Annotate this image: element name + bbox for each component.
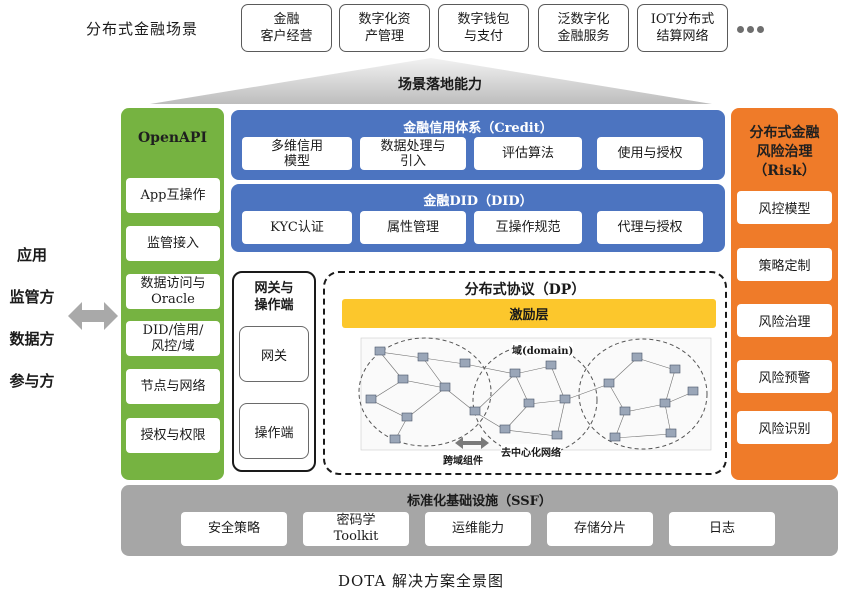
did-item: 属性管理: [360, 211, 466, 244]
openapi-item-label: 数据访问与 Oracle: [140, 275, 206, 307]
did-item: KYC认证: [242, 211, 352, 244]
domain-label: 域(domain): [512, 342, 574, 357]
scenario-label: 数字钱包 与支付: [457, 12, 510, 44]
participant-regulator: 监管方: [9, 288, 55, 306]
openapi-item-label: App互操作: [140, 187, 206, 203]
openapi-item: 数据访问与 Oracle: [126, 274, 220, 309]
openapi-item: 节点与网络: [126, 369, 220, 404]
participant-data: 数据方: [9, 330, 55, 348]
ssf-item: 存储分片: [547, 512, 653, 546]
credit-item-label: 数据处理与 引入: [380, 138, 446, 169]
openapi-item-label: 授权与权限: [140, 427, 206, 443]
did-item-label: KYC认证: [270, 220, 324, 235]
cross-domain-arrow-icon: [455, 437, 489, 449]
credit-item-label: 多维信用 模型: [270, 138, 323, 169]
gateway-item-label: 网关: [260, 348, 287, 364]
cross-domain-label: 跨域组件: [443, 452, 483, 467]
ssf-item-label: 运维能力: [451, 521, 504, 536]
scenario-iot-settlement: IOT分布式 结算网络: [637, 4, 728, 52]
ssf-item: 日志: [669, 512, 775, 546]
ssf-item: 安全策略: [181, 512, 287, 546]
did-item-label: 互操作规范: [495, 220, 561, 235]
risk-item-label: 策略定制: [758, 259, 811, 274]
credit-item: 数据处理与 引入: [360, 137, 466, 170]
credit-item: 多维信用 模型: [242, 137, 352, 170]
incentive-layer: 激励层: [342, 299, 716, 328]
credit-item-label: 使用与授权: [617, 146, 683, 161]
risk-title-label: 分布式金融 风险治理 （Risk）: [749, 125, 820, 179]
scenario-label: 金融 客户经营: [260, 12, 313, 44]
ssf-item: 运维能力: [425, 512, 531, 546]
ssf-item-label: 日志: [708, 521, 735, 536]
risk-item: 风险识别: [737, 411, 832, 444]
risk-item: 风控模型: [737, 191, 832, 224]
risk-item: 风险治理: [737, 304, 832, 337]
scenario-label: 数字化资 产管理: [358, 12, 411, 44]
gateway-title: 网关与 操作端: [232, 280, 316, 314]
ssf-item: 密码学 Toolkit: [303, 512, 409, 546]
did-item-label: 属性管理: [386, 220, 439, 235]
gateway-title-label: 网关与 操作端: [254, 281, 294, 313]
gateway-item: 网关: [239, 326, 309, 382]
ssf-title: 标准化基础设施（SSF）: [407, 494, 552, 509]
credit-title: 金融信用体系（Credit）: [403, 121, 553, 136]
risk-item: 风险预警: [737, 360, 832, 393]
scenario-finance-customer: 金融 客户经营: [241, 4, 332, 52]
decentral-network-label: 去中心化网络: [501, 444, 561, 459]
gateway-item-label: 操作端: [254, 425, 294, 441]
did-item-label: 代理与授权: [617, 220, 683, 235]
participant-party: 参与方: [9, 372, 55, 390]
openapi-title: OpenAPI: [137, 130, 207, 146]
openapi-item: 授权与权限: [126, 418, 220, 453]
did-item: 代理与授权: [597, 211, 703, 244]
risk-item-label: 风险治理: [758, 315, 811, 330]
risk-title: 分布式金融 风险治理 （Risk）: [731, 124, 838, 181]
ssf-item-label: 存储分片: [573, 521, 626, 536]
ssf-item-label: 密码学 Toolkit: [333, 513, 379, 544]
double-arrow-icon: [68, 302, 118, 330]
scenario-digital-assets: 数字化资 产管理: [339, 4, 430, 52]
scenario-title: 分布式金融场景: [86, 20, 199, 38]
figure-caption: DOTA 解决方案全景图: [337, 572, 505, 590]
scenario-digital-finance: 泛数字化 金融服务: [538, 4, 629, 52]
openapi-item: DID/信用/ 风控/域: [126, 321, 220, 356]
scenario-digital-wallet: 数字钱包 与支付: [438, 4, 529, 52]
did-title: 金融DID（DID）: [423, 194, 533, 209]
dp-panel: [323, 271, 727, 475]
risk-item: 策略定制: [737, 248, 832, 281]
left-participants: 应用 监管方 数据方 参与方: [4, 245, 60, 413]
roof-shape: [150, 58, 712, 104]
openapi-item: App互操作: [126, 178, 220, 213]
credit-item: 评估算法: [474, 137, 582, 170]
openapi-item-label: 节点与网络: [140, 378, 206, 394]
risk-item-label: 风险预警: [758, 371, 811, 386]
scenario-label: IOT分布式 结算网络: [650, 12, 715, 44]
openapi-item-label: DID/信用/ 风控/域: [142, 322, 204, 354]
risk-item-label: 风险识别: [758, 422, 811, 437]
more-dots-icon: [737, 18, 767, 33]
participant-app: 应用: [16, 246, 47, 264]
roof-label: 场景落地能力: [398, 77, 482, 93]
dp-title: 分布式协议（DP）: [464, 282, 586, 298]
risk-item-label: 风控模型: [758, 202, 811, 217]
did-item: 互操作规范: [474, 211, 582, 244]
openapi-item-label: 监管接入: [146, 235, 199, 251]
credit-item: 使用与授权: [597, 137, 703, 170]
operator-item: 操作端: [239, 403, 309, 459]
openapi-item: 监管接入: [126, 226, 220, 261]
ssf-item-label: 安全策略: [207, 521, 260, 536]
credit-item-label: 评估算法: [501, 146, 554, 161]
scenario-label: 泛数字化 金融服务: [557, 12, 610, 44]
